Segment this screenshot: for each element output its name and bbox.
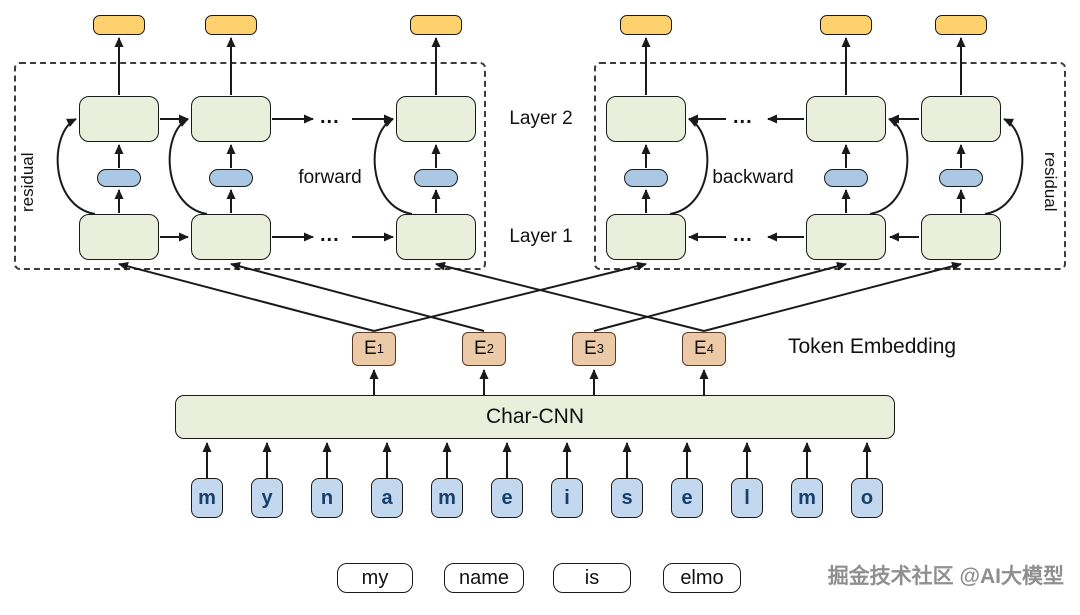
char-cnn-label: Char-CNN [485, 405, 584, 428]
lstm-cell [191, 214, 271, 260]
word-box: my [337, 563, 413, 593]
char-box: e [671, 478, 703, 518]
char-box: m [431, 478, 463, 518]
ellipsis: ... [320, 224, 340, 246]
char-box: m [191, 478, 223, 518]
output-box [935, 15, 987, 35]
char-box: s [611, 478, 643, 518]
word-box: elmo [663, 563, 741, 593]
output-box [205, 15, 257, 35]
hidden-state-pill [414, 169, 458, 187]
layer2-label: Layer 2 [509, 108, 573, 129]
lstm-cell [921, 96, 1001, 142]
lstm-cell [606, 96, 686, 142]
char-box: a [371, 478, 403, 518]
char-box: e [491, 478, 523, 518]
lstm-cell [79, 214, 159, 260]
forward-label: forward [298, 167, 362, 188]
backward-label: backward [712, 167, 794, 188]
embedding-label: E [364, 338, 377, 359]
char-box: n [311, 478, 343, 518]
residual-label-left: residual [18, 152, 37, 212]
watermark: 掘金技术社区 @AI大模型 [827, 565, 1064, 588]
embedding-label: E [474, 338, 487, 359]
layer1-label: Layer 1 [509, 226, 573, 247]
lstm-cell [79, 96, 159, 142]
char-box: i [551, 478, 583, 518]
char-box: l [731, 478, 763, 518]
output-box [820, 15, 872, 35]
lstm-cell [606, 214, 686, 260]
lstm-cell [806, 96, 886, 142]
token-embedding-label: Token Embedding [788, 335, 957, 358]
residual-label-right: residual [1041, 152, 1060, 212]
char-box: m [791, 478, 823, 518]
word-box: name [444, 563, 524, 593]
lstm-cell [396, 214, 476, 260]
hidden-state-pill [624, 169, 668, 187]
hidden-state-pill [939, 169, 983, 187]
output-box [410, 15, 462, 35]
char-box: o [851, 478, 883, 518]
ellipsis: ... [733, 224, 753, 246]
ellipsis: ... [733, 106, 753, 128]
char-box: y [251, 478, 283, 518]
output-box [620, 15, 672, 35]
lstm-cell [191, 96, 271, 142]
lstm-cell [806, 214, 886, 260]
hidden-state-pill [824, 169, 868, 187]
char-cnn-box: Char-CNN [175, 395, 895, 439]
ellipsis: ... [320, 106, 340, 128]
output-box [93, 15, 145, 35]
embedding-label: E [584, 338, 597, 359]
lstm-cell [396, 96, 476, 142]
lstm-cell [921, 214, 1001, 260]
embedding-label: E [694, 338, 707, 359]
hidden-state-pill [97, 169, 141, 187]
hidden-state-pill [209, 169, 253, 187]
word-box: is [553, 563, 631, 593]
